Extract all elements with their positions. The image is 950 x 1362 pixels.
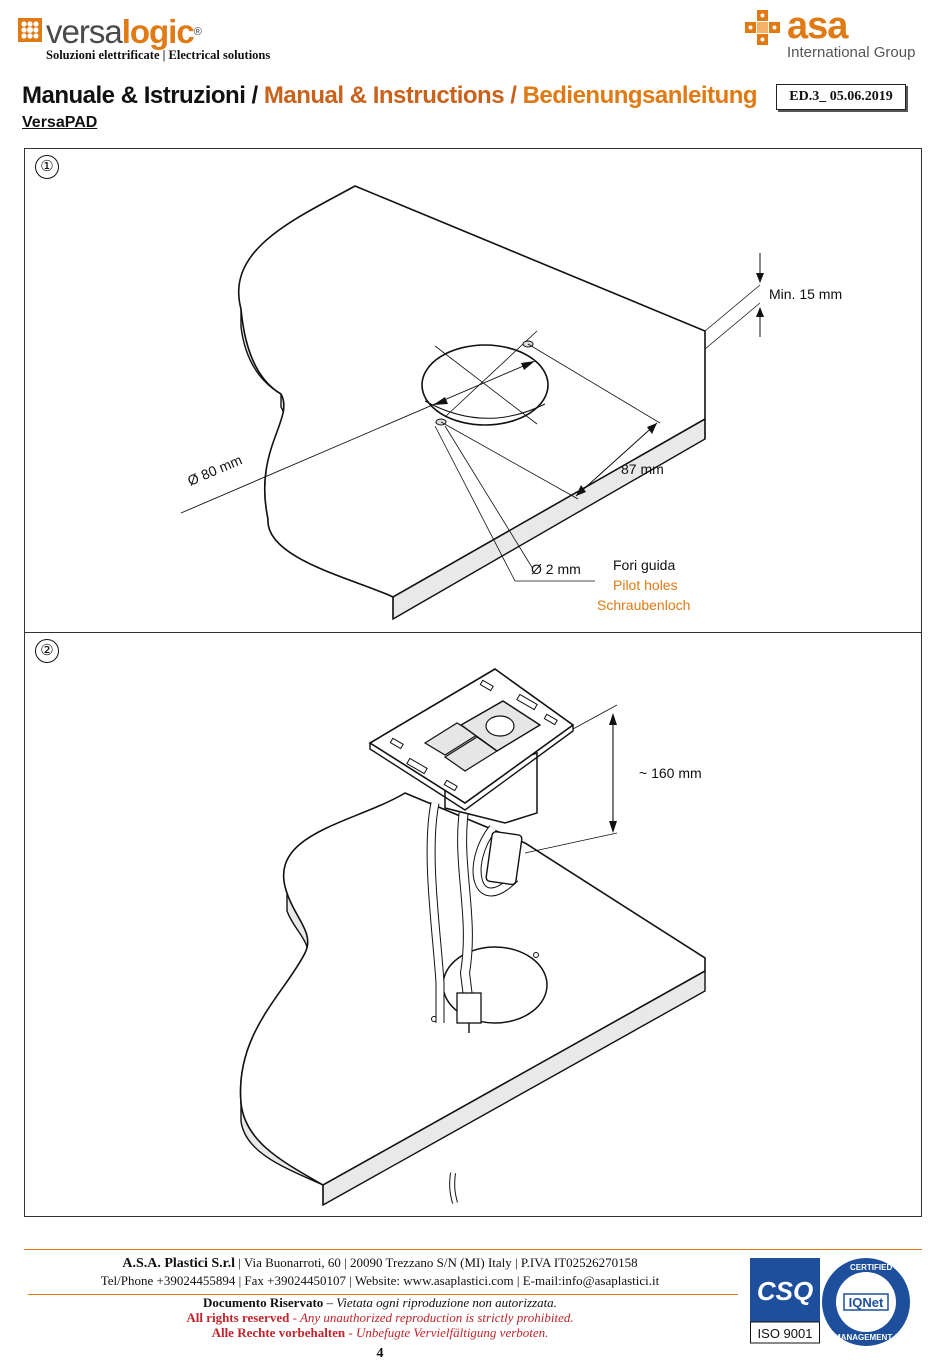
iqnet-certified-logo: CERTIFIED MANAGEMENT SYSTEM IQNet: [820, 1256, 928, 1348]
svg-text:CERTIFIED: CERTIFIED: [850, 1263, 892, 1272]
height-label: ~ 160 mm: [639, 765, 702, 781]
asa-wordmark: asa: [787, 5, 848, 47]
footer-reserved-it: Documento Riservato – Vietata ogni ripro…: [203, 1295, 557, 1310]
versalogic-mark-icon: [18, 18, 42, 42]
step-1-diagram: [180, 185, 764, 621]
pilot-label-it: Fori guida: [613, 557, 676, 573]
page-number: 4: [376, 1346, 384, 1361]
product-name: VersaPAD: [22, 114, 98, 131]
page-title: Manuale & Istruzioni / Manual & Instruct…: [22, 82, 758, 110]
versalogic-logo: versalogic® Soluzioni elettrificate | El…: [18, 12, 318, 64]
edition-box: ED.3_ 05.06.2019: [776, 84, 906, 110]
step-2-diagram: [239, 668, 706, 1207]
diameter-line: [180, 360, 536, 514]
pilot-label-en: Pilot holes: [613, 577, 678, 593]
connector-plug: [485, 831, 523, 886]
svg-text:CSQ: CSQ: [757, 1276, 813, 1306]
footer-rule-mid: [28, 1294, 738, 1295]
footer-reserved-en: All rights reserved - Any unauthorized r…: [186, 1310, 574, 1325]
footer-rule-top: [24, 1249, 922, 1250]
pilot-distance-label: 87 mm: [621, 461, 664, 477]
svg-text:ISO 9001: ISO 9001: [758, 1326, 813, 1341]
asa-subtitle: International Group: [787, 44, 916, 61]
iqnet-badge-icon: CERTIFIED MANAGEMENT SYSTEM IQNet: [822, 1258, 928, 1346]
asa-logo: asa International Group: [745, 5, 916, 66]
step-1-number: ①: [35, 155, 59, 179]
cable-hole: [421, 344, 549, 426]
step-2-number: ②: [35, 639, 59, 663]
footer-company: A.S.A. Plastici S.r.l | Via Buonarroti, …: [122, 1255, 638, 1271]
csq-badge-icon: CSQ ISO 9001: [750, 1258, 820, 1344]
pilot-label-de: Schraubenloch: [597, 597, 691, 613]
footer-contacts: Tel/Phone +39024455894 | Fax +3902445010…: [100, 1273, 660, 1288]
versalogic-wordmark: versalogic®: [46, 13, 202, 50]
distance-dimension: [575, 422, 658, 497]
asa-mark-icon: [745, 10, 780, 45]
pilot-diameter-label: Ø 2 mm: [531, 561, 581, 577]
svg-text:MANAGEMENT SYSTEM: MANAGEMENT SYSTEM: [834, 1333, 912, 1342]
title-it: Manuale & Istruzioni /: [22, 82, 264, 109]
csq-iso-logo: CSQ ISO 9001: [750, 1258, 820, 1344]
footer-reserved-de: Alle Rechte vorbehalten - Unbefugte Verv…: [211, 1325, 549, 1340]
step-2-panel: ②: [24, 632, 922, 1217]
title-en: Manual & Instructions /: [263, 82, 523, 109]
title-de: Bedienungsanleitung: [522, 82, 758, 109]
step-1-panel: ① Min.: [24, 148, 922, 633]
svg-text:IQNet: IQNet: [849, 1295, 884, 1310]
versalogic-tagline: Soluzioni elettrificate | Electrical sol…: [46, 48, 271, 62]
min-thickness-label: Min. 15 mm: [769, 286, 843, 302]
